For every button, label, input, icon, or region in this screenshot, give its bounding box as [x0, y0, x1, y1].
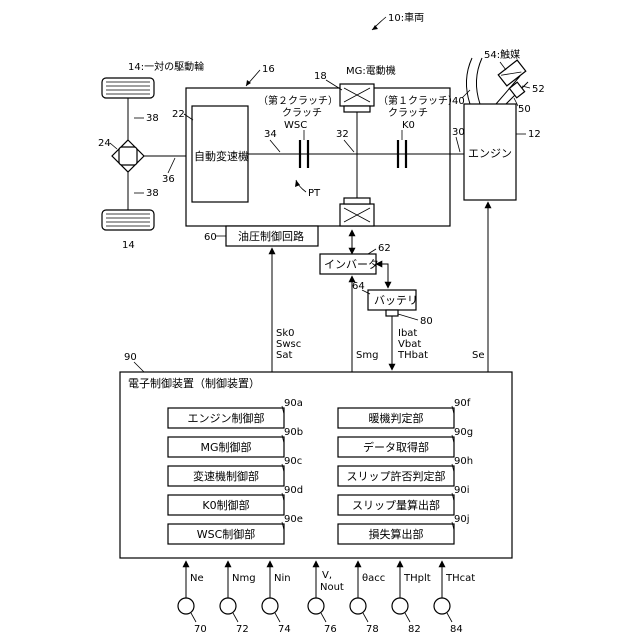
- clutch2-name: クラッチ: [282, 107, 322, 119]
- signal-vbat: Vbat: [398, 339, 421, 350]
- sensor-signal-2: Nout: [320, 582, 344, 593]
- sensor-signal: Ne: [190, 573, 204, 584]
- sensor-ref: 84: [450, 624, 463, 635]
- sensor-72: Nmg 72: [220, 561, 256, 635]
- clutch1-paren: （第１クラッチ）: [378, 94, 458, 107]
- sensor-signal: THcat: [445, 573, 475, 584]
- unit-label: MG制御部: [200, 440, 251, 454]
- drive-wheel-upper: [102, 78, 154, 98]
- sensor-ref: 82: [408, 624, 421, 635]
- clutch1-code: K0: [402, 120, 415, 131]
- sensor-signal: Nmg: [232, 573, 256, 584]
- hydraulic-ref: 60: [204, 232, 217, 243]
- unit-ref: 90d: [284, 485, 303, 496]
- svg-text:10:車両: 10:車両: [388, 11, 424, 24]
- unit-ref: 90i: [454, 485, 470, 496]
- battery-sensor-ref: 80: [420, 316, 433, 327]
- catalyst-ref: 54:触媒: [484, 48, 520, 61]
- signal-swsc: Swsc: [276, 339, 301, 350]
- input-shaft-ref: 34: [264, 129, 277, 140]
- unit-ref: 90b: [284, 427, 303, 438]
- mg-case-ref: 18: [314, 71, 327, 82]
- sensor-signal: Nin: [274, 573, 291, 584]
- unit-ref: 90f: [454, 398, 471, 409]
- wheels-ref: 14:一対の駆動輪: [128, 60, 204, 73]
- differential: [112, 140, 144, 172]
- signal-ibat: Ibat: [398, 328, 417, 339]
- connecting-shaft-ref: 30: [452, 127, 465, 138]
- battery-label: バッテリ: [374, 294, 418, 307]
- output-shaft-ref: 36: [162, 174, 175, 185]
- controller-ref: 90: [124, 352, 137, 363]
- unit-ref: 90e: [284, 514, 303, 525]
- unit-label: WSC制御部: [197, 527, 256, 541]
- vehicle-ref: 10:車両: [372, 11, 424, 30]
- differential-ref: 24: [98, 138, 111, 149]
- hydraulic-label: 油圧制御回路: [238, 229, 304, 243]
- unit-ref: 90a: [284, 398, 303, 409]
- signal-smg: Smg: [356, 350, 378, 361]
- unit-label: K0制御部: [202, 498, 249, 512]
- sensor-74: Nin 74: [262, 561, 291, 635]
- inverter-label: インバータ: [324, 258, 379, 271]
- transmission-label: 自動変速機: [194, 149, 249, 163]
- sensor-82: THplt 82: [392, 561, 431, 635]
- sensor-signal: V,: [322, 570, 332, 581]
- clutch2-paren: （第２クラッチ）: [258, 94, 338, 107]
- pt-label: PT: [308, 188, 321, 199]
- drive-wheel-lower: [102, 210, 154, 230]
- exhaust-sensor-a-ref: 52: [532, 84, 545, 95]
- signal-sat: Sat: [276, 350, 292, 361]
- axle-lower-ref: 38: [146, 188, 159, 199]
- transmission-ref: 22: [172, 109, 185, 120]
- signal-se: Se: [472, 350, 485, 361]
- sensor-70: Ne 70: [178, 561, 207, 635]
- sensor-84: THcat 84: [434, 561, 475, 635]
- unit-label: 変速機制御部: [193, 469, 259, 483]
- unit-ref: 90h: [454, 456, 473, 467]
- unit-ref: 90c: [284, 456, 302, 467]
- engine-ref: 12: [528, 129, 541, 140]
- sensor-ref: 74: [278, 624, 291, 635]
- unit-label: 損失算出部: [369, 527, 424, 541]
- unit-label: データ取得部: [363, 440, 429, 454]
- unit-label: スリップ量算出部: [352, 498, 440, 512]
- axle-upper-ref: 38: [146, 113, 159, 124]
- unit-label: スリップ許否判定部: [347, 469, 446, 483]
- clutch1-name: クラッチ: [388, 107, 428, 119]
- sensor-signal: THplt: [403, 573, 431, 584]
- sensor-76: V,Nout 76: [308, 561, 344, 635]
- unit-label: エンジン制御部: [188, 411, 265, 425]
- sensor-ref: 76: [324, 624, 337, 635]
- engine-label: エンジン: [468, 147, 512, 160]
- clutch2-code: WSC: [284, 120, 307, 131]
- exhaust-sensor-b-ref: 50: [518, 104, 531, 115]
- power-transmission-ref: 16: [262, 64, 275, 75]
- sensors: Ne 70 Nmg 72 Nin 74 V,Nout 76 θacc 78 THplt 82 THcat…: [178, 561, 475, 635]
- sensor-ref: 72: [236, 624, 249, 635]
- sensor-ref: 78: [366, 624, 379, 635]
- signal-sk0: Sk0: [276, 328, 295, 339]
- battery-sensor: [386, 310, 398, 316]
- unit-label: 暖機判定部: [369, 411, 424, 425]
- sensor-signal: θacc: [362, 573, 385, 584]
- signal-thbat: THbat: [397, 350, 428, 361]
- controller-title: 電子制御装置（制御装置）: [128, 376, 260, 390]
- mg-label: MG:電動機: [346, 64, 396, 77]
- sensor-ref: 70: [194, 624, 207, 635]
- unit-ref: 90g: [454, 427, 473, 438]
- unit-ref: 90j: [454, 514, 470, 525]
- wheel-lower-ref: 14: [122, 240, 135, 251]
- intermediate-shaft-ref: 32: [336, 129, 349, 140]
- inverter-ref: 62: [378, 243, 391, 254]
- sensor-78: θacc 78: [350, 561, 385, 635]
